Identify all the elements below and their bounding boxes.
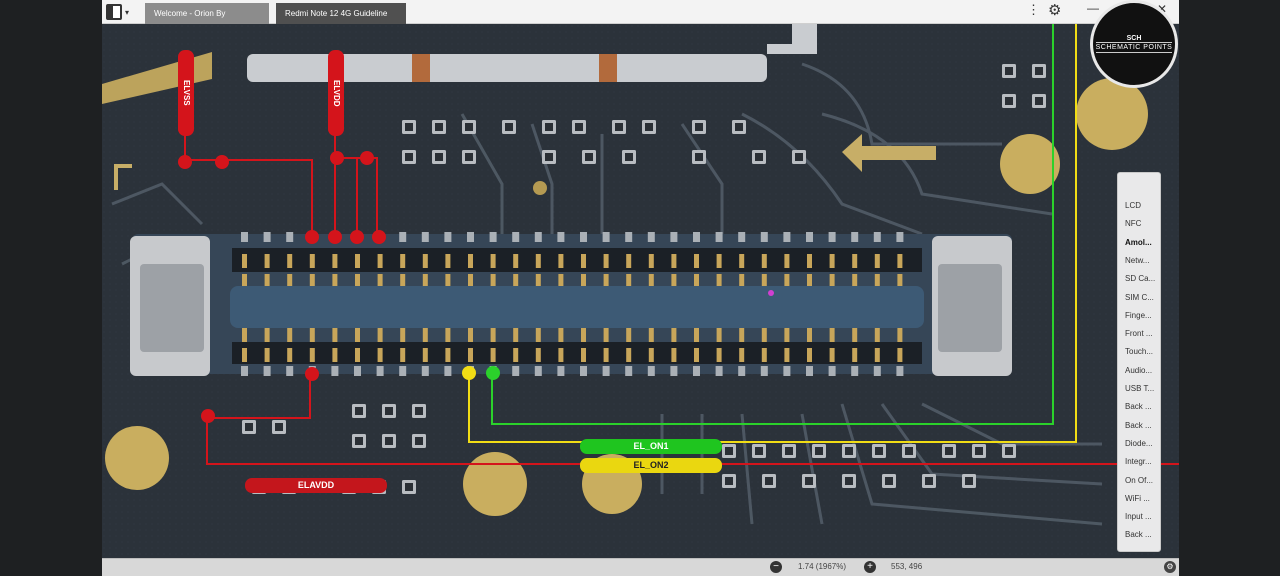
panel-item[interactable]: USB T...: [1125, 384, 1155, 393]
panel-item[interactable]: Amol...: [1125, 237, 1152, 247]
zoom-out-button[interactable]: −: [770, 561, 782, 573]
logo-text: SCHEMATIC POINTS: [1095, 42, 1173, 53]
cursor-coordinates: 553, 496: [891, 562, 923, 571]
settings-corner-icon[interactable]: ⚙: [1164, 561, 1176, 573]
schematic-points-logo: SCH SCHEMATIC POINTS: [1090, 0, 1178, 88]
panel-item[interactable]: Input ...: [1125, 512, 1152, 522]
logo-mark: SCH: [1126, 35, 1142, 42]
sidebar-toggle-icon: [106, 4, 122, 20]
panel-item[interactable]: SD Ca...: [1125, 274, 1156, 284]
label-el-on2[interactable]: EL_ON2: [580, 458, 722, 473]
panel-item[interactable]: Back ...: [1125, 402, 1152, 412]
label-el-on1[interactable]: EL_ON1: [580, 439, 722, 454]
schematic-list-panel[interactable]: LCD NFC Amol... Netw... SD Ca... SIM C... Fing…: [1117, 172, 1161, 552]
panel-item[interactable]: LCD: [1125, 201, 1142, 210]
app-window: ▾ Welcome - Orion By ESTECH Redmi Note 1…: [102, 0, 1179, 576]
panel-item[interactable]: Audio...: [1125, 365, 1153, 375]
zoom-level: 1.74 (1967%): [798, 562, 847, 571]
panel-item[interactable]: Netw...: [1125, 255, 1150, 265]
vertical-dots-icon[interactable]: ⋮: [1027, 2, 1040, 17]
close-button[interactable]: ✕: [1157, 2, 1168, 16]
panel-item[interactable]: Back ...: [1125, 420, 1152, 430]
right-black-border: [1179, 0, 1280, 576]
panel-item[interactable]: SIM C...: [1125, 292, 1154, 302]
panel-item[interactable]: On Of...: [1125, 475, 1154, 485]
panel-item[interactable]: WiFi ...: [1125, 493, 1150, 503]
title-bar: ▾ Welcome - Orion By ESTECH Redmi Note 1…: [102, 0, 1179, 39]
status-bar: − 1.74 (1967%) + 553, 496 ⚙: [102, 558, 1179, 576]
label-elvdd[interactable]: ELVDD: [328, 50, 344, 136]
chevron-down-icon: ▾: [125, 7, 130, 17]
panel-item[interactable]: Touch...: [1125, 347, 1154, 357]
label-elavdd[interactable]: ELAVDD: [245, 478, 387, 493]
panel-item[interactable]: Back ...: [1125, 530, 1152, 540]
panel-item[interactable]: Front ...: [1125, 329, 1153, 339]
pcb-viewer[interactable]: ELVSS ELVDD EL_ON1 EL_ON2 ELAVDD SCH SCH…: [102, 0, 1179, 558]
panel-item[interactable]: Integr...: [1125, 457, 1152, 467]
zoom-in-button[interactable]: +: [864, 561, 876, 573]
gear-icon[interactable]: ⚙: [1048, 2, 1062, 19]
panel-item[interactable]: Finge...: [1125, 310, 1152, 320]
minimize-button[interactable]: —: [1087, 1, 1099, 15]
panel-item[interactable]: Diode...: [1125, 438, 1153, 448]
left-black-border: [0, 0, 102, 576]
app-menu-button[interactable]: ▾: [106, 2, 136, 22]
panel-item[interactable]: NFC: [1125, 219, 1142, 229]
tab-welcome[interactable]: Welcome - Orion By ESTECH: [145, 3, 269, 39]
label-elvss[interactable]: ELVSS: [178, 50, 194, 136]
tab-redmi-guideline[interactable]: Redmi Note 12 4G Guideline: [276, 3, 406, 24]
